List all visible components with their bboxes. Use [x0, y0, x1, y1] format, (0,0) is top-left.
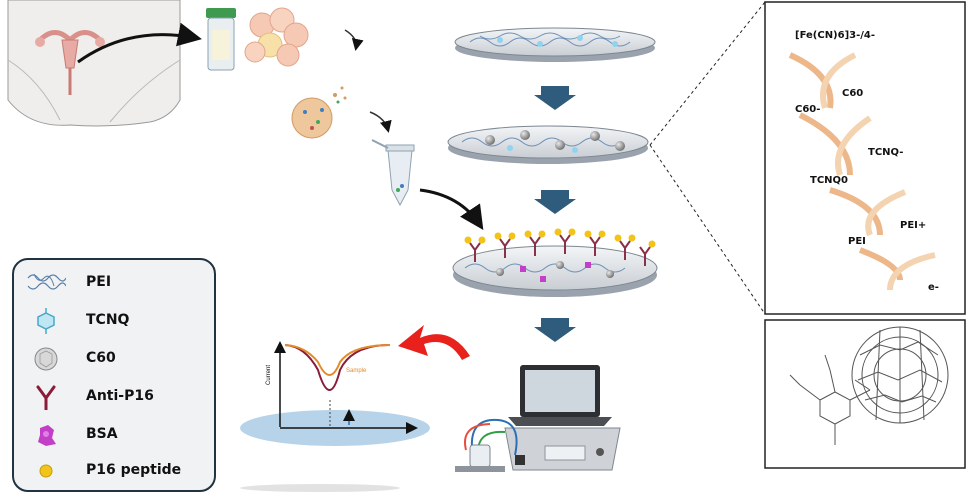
- legend-item-bsa: BSA: [14, 420, 214, 450]
- sample-curve: [284, 344, 391, 376]
- molecule-panel: [764, 319, 966, 469]
- step-arrow-1: [534, 86, 576, 110]
- legend-item-c60: C60: [14, 344, 214, 374]
- sample-tube-icon: [206, 8, 236, 71]
- legend-label-tcnq: TCNQ: [86, 312, 130, 328]
- bsa-icon: [38, 425, 56, 446]
- process-arrow-1: [344, 29, 364, 51]
- tcnq0-label: TCNQ0: [810, 175, 848, 186]
- legend-item-anti-p16: Anti-P16: [14, 382, 214, 412]
- blank-curve: [284, 344, 391, 391]
- potentiostat-icon: [504, 427, 621, 471]
- pei-label: PEI: [848, 236, 866, 247]
- pei-tcnq-molecule-drawing: [789, 354, 871, 445]
- c60-label: C60: [842, 88, 863, 99]
- c60-icon: [34, 347, 58, 371]
- legend-box: PEI TCNQ C60 Anti-P16 BSA P16 peptide: [12, 258, 216, 492]
- cell-cluster-icon: [244, 7, 309, 67]
- sampling-arrow: [77, 22, 202, 64]
- tcnq-icon: [37, 308, 55, 334]
- red-result-arrow: [398, 325, 470, 360]
- legend-label-anti-p16: Anti-P16: [86, 388, 154, 404]
- step-arrow-2: [534, 190, 576, 214]
- laptop-icon: [508, 365, 612, 426]
- electrode-pei-tcnq: [454, 27, 656, 62]
- patient-illustration: [7, 0, 181, 127]
- electrode-pei-tcnq-c60: [447, 125, 649, 164]
- legend-item-tcnq: TCNQ: [14, 306, 214, 336]
- sample-to-electrode-arrow: [419, 188, 484, 230]
- antibody-icon: [36, 385, 56, 410]
- pei-icon: [27, 273, 66, 290]
- legend-item-p16-peptide: P16 peptide: [14, 456, 214, 486]
- electrode-full-immunosensor: [452, 228, 658, 297]
- voltammogram-ylabel: Current: [266, 365, 272, 385]
- lysed-cell-icon: [291, 86, 347, 139]
- eppendorf-tube-icon: [371, 139, 415, 207]
- sample-label: Sample: [346, 368, 367, 374]
- process-arrow-2: [369, 111, 392, 133]
- step-arrow-3: [534, 318, 576, 342]
- legend-label-p16-peptide: P16 peptide: [86, 462, 182, 478]
- tcnq-minus-label: TCNQ-: [868, 147, 903, 158]
- c60-molecule-drawing: [851, 326, 949, 424]
- redox-panel: [Fe(CN)6]3-/4- C60- C60 TCNQ0 TCNQ- PEI …: [649, 1, 966, 315]
- pei-plus-label: PEI+: [900, 220, 926, 231]
- c60-minus-label: C60-: [795, 104, 820, 115]
- legend-label-bsa: BSA: [86, 426, 118, 442]
- p16-peptide-icon: [39, 464, 53, 478]
- legend-item-pei: PEI: [14, 268, 214, 298]
- voltammogram: Current Sample: [240, 341, 430, 492]
- electrochemical-cell-icon: [455, 418, 518, 472]
- ferricyanide-label: [Fe(CN)6]3-/4-: [795, 30, 875, 41]
- legend-label-c60: C60: [86, 350, 116, 366]
- electron-label: e-: [928, 282, 939, 293]
- legend-label-pei: PEI: [86, 274, 112, 290]
